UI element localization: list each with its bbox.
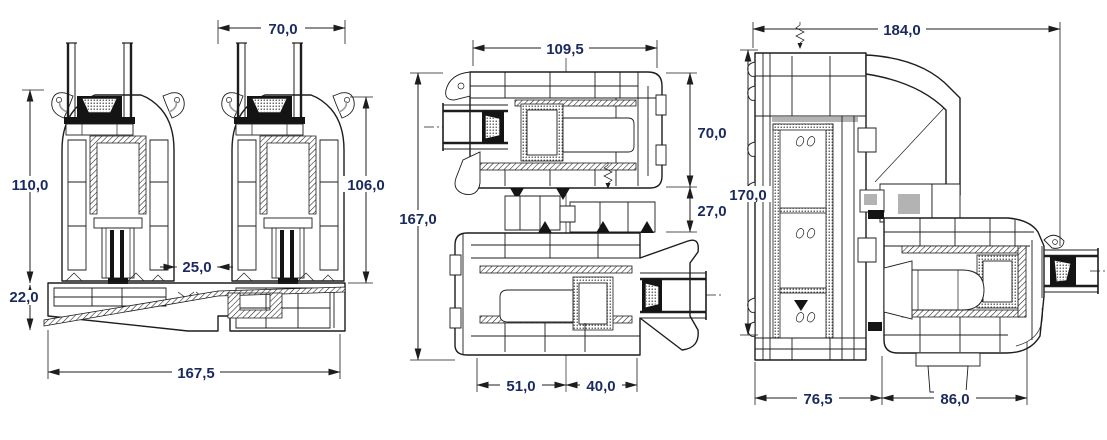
dim-label-167-5: 167,5 <box>177 365 215 382</box>
dim-label-70b: 70,0 <box>697 125 726 142</box>
glazing-bead-top <box>454 151 481 195</box>
dim-label-40: 40,0 <box>586 378 615 395</box>
dim-label-76-5: 76,5 <box>803 391 832 408</box>
dim-right-gap: 27,0 <box>666 186 734 233</box>
middle-bottom-profile <box>449 232 722 356</box>
dim-label-106: 106,0 <box>347 177 385 194</box>
dim-label-109-5: 109,5 <box>546 41 584 58</box>
dim-bottom-left-right: 76,5 <box>754 356 883 408</box>
dim-bottom-right: 40,0 <box>565 358 638 395</box>
sill-gasket-block <box>227 292 283 319</box>
dim-bottom-left: 51,0 <box>476 358 567 395</box>
glazing-left <box>424 103 508 151</box>
dim-base-height: 22,0 <box>3 284 45 331</box>
sill-weather-strip <box>43 286 346 327</box>
dim-label-51: 51,0 <box>506 378 535 395</box>
right-section-drawing: 184,0 170,0 76,5 86,0 <box>724 21 1106 408</box>
dim-label-170: 170,0 <box>729 187 767 204</box>
interlock-profiles <box>504 161 656 273</box>
sash-unit-right <box>220 41 356 286</box>
dim-label-167: 167,0 <box>399 211 437 228</box>
sash-profile-horizontal <box>859 189 1106 393</box>
middle-section-drawing: 109,5 70,0 27,0 167,0 51,0 <box>394 40 734 395</box>
dim-label-110: 110,0 <box>12 177 49 194</box>
dim-label-86: 86,0 <box>940 391 969 408</box>
dim-overall-height: 167,0 <box>394 72 455 361</box>
left-section-drawing: 70,0 110,0 106,0 25,0 22,0 <box>3 20 389 382</box>
dim-height-right: 106,0 <box>343 96 389 284</box>
glazing-right-jamb <box>1044 248 1106 294</box>
dim-top-width: 109,5 <box>472 40 658 68</box>
dim-frame-height: 170,0 <box>724 49 772 336</box>
dim-overall-width: 167,5 <box>47 330 341 382</box>
middle-top-profile <box>424 71 667 195</box>
sash-unit-left <box>50 41 186 286</box>
dim-label-27: 27,0 <box>697 203 726 220</box>
dim-label-70: 70,0 <box>268 21 297 38</box>
dim-label-25: 25,0 <box>182 259 211 276</box>
dim-right-depth: 70,0 <box>666 72 734 188</box>
glazing-right <box>640 271 722 320</box>
frame-sash-seal-bottom <box>868 322 882 331</box>
dim-label-22: 22,0 <box>9 289 38 306</box>
frame-profile <box>747 21 877 361</box>
gear-capsule <box>911 269 985 311</box>
dim-label-184: 184,0 <box>883 22 921 39</box>
sill-profile <box>43 282 346 332</box>
gear-cone <box>883 260 913 320</box>
dim-overall-width-right: 184,0 <box>752 21 1061 246</box>
steel-wall-right <box>825 123 834 339</box>
steel-wall-left <box>772 123 781 339</box>
drainage-leg <box>927 365 969 393</box>
dim-bottom-right-right: 86,0 <box>881 342 1028 408</box>
drainage-cap <box>915 352 981 367</box>
frame-sash-seal-top <box>868 210 884 219</box>
dim-center-gap: 25,0 <box>160 259 233 276</box>
dim-height-left: 110,0 <box>7 89 53 284</box>
dim-sash-width: 70,0 <box>217 20 346 44</box>
